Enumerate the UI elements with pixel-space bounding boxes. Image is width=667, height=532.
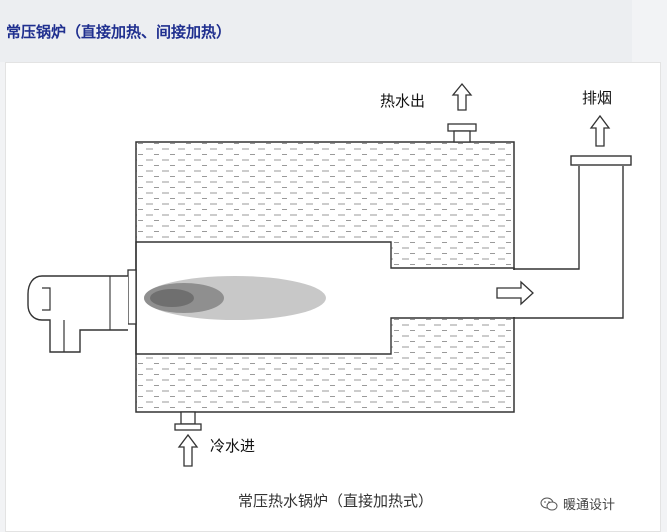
hot-water-outlet-neck <box>453 130 471 143</box>
burner-flame <box>144 276 326 320</box>
chimney-flange <box>570 155 632 166</box>
hot-water-out-arrow-icon <box>451 82 473 111</box>
chimney-interior <box>579 166 623 317</box>
flue-gas-arrow-icon <box>496 280 534 306</box>
exhaust-label: 排烟 <box>582 89 612 107</box>
exhaust-arrow-icon <box>589 114 611 147</box>
cold-water-inlet-neck <box>180 411 196 425</box>
cold-water-in-arrow-icon <box>177 433 199 467</box>
cold-water-in-label: 冷水进 <box>210 437 255 455</box>
watermark: 暖通设计 <box>540 494 615 513</box>
header-bar: 常压锅炉（直接加热、间接加热） <box>0 0 632 62</box>
flue-pipe <box>514 166 624 319</box>
cold-water-inlet-flange <box>174 423 202 431</box>
diagram-caption: 常压热水锅炉（直接加热式） <box>238 492 434 510</box>
hot-water-outlet-nozzle <box>447 123 477 132</box>
burner <box>27 269 137 353</box>
page-title: 常压锅炉（直接加热、间接加热） <box>6 23 232 41</box>
hot-water-out-label: 热水出 <box>380 92 425 110</box>
watermark-text: 暖通设计 <box>563 498 616 513</box>
wechat-logo-icon <box>540 497 558 510</box>
